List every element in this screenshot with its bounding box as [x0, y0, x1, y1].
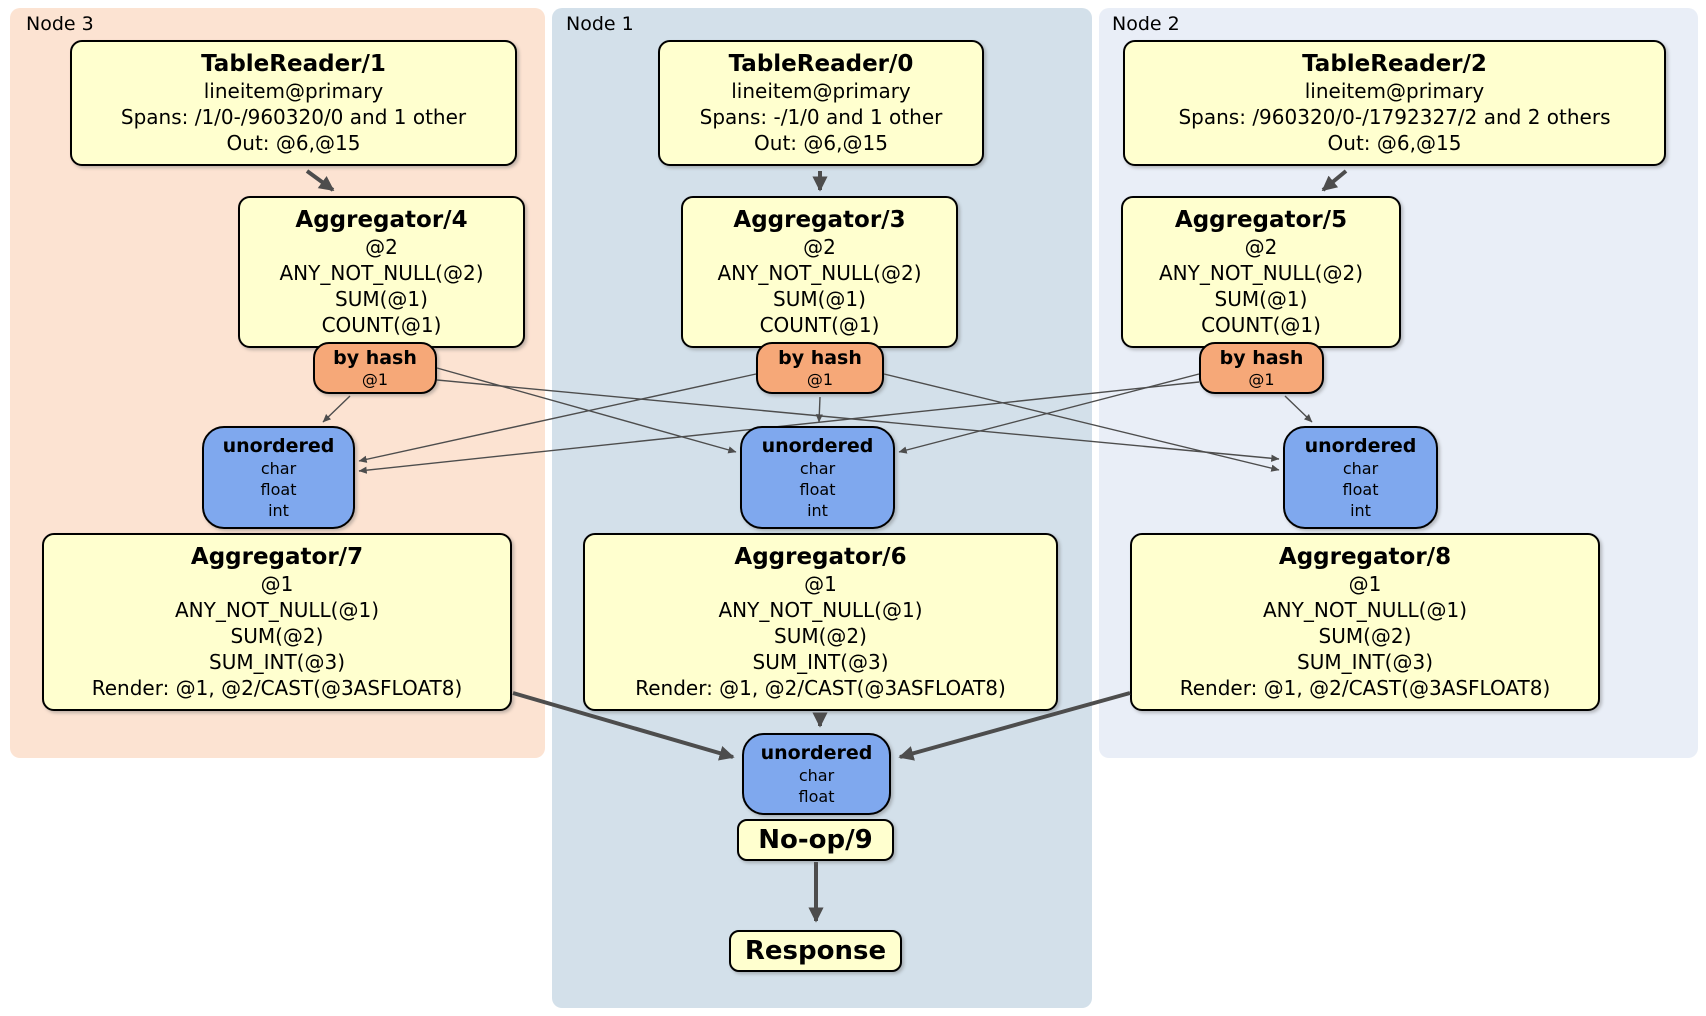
aggregator8-fn3: SUM_INT(@3) — [1297, 650, 1433, 674]
tablereader2-box: TableReader/2 lineitem@primary Spans: /9… — [1123, 40, 1666, 166]
hash-router2-box: by hash @1 — [1199, 342, 1324, 394]
aggregator4-fn1: ANY_NOT_NULL(@2) — [279, 261, 484, 285]
aggregator5-fn1: ANY_NOT_NULL(@2) — [1159, 261, 1363, 285]
final-unordered-sync-type1: char — [798, 766, 835, 785]
aggregator8-groupcols: @1 — [1348, 572, 1382, 596]
aggregator6-groupcols: @1 — [804, 572, 837, 596]
tablereader1-out: Out: @6,@15 — [226, 131, 361, 155]
final-unordered-sync-box: unordered char float — [742, 733, 891, 815]
hash-router1-column: @1 — [806, 370, 834, 389]
aggregator6-box: Aggregator/6 @1 ANY_NOT_NULL(@1) SUM(@2)… — [583, 533, 1058, 711]
aggregator5-box: Aggregator/5 @2 ANY_NOT_NULL(@2) SUM(@1)… — [1121, 196, 1401, 348]
aggregator7-groupcols: @1 — [260, 572, 294, 596]
aggregator3-fn1: ANY_NOT_NULL(@2) — [717, 261, 922, 285]
unordered-sync3-type1: char — [260, 459, 297, 478]
tablereader2-index: lineitem@primary — [1304, 79, 1485, 103]
aggregator8-render: Render: @1, @2/CAST(@3ASFLOAT8) — [1179, 676, 1551, 700]
hash-router2-title: by hash — [1219, 347, 1304, 369]
aggregator7-render: Render: @1, @2/CAST(@3ASFLOAT8) — [91, 676, 463, 700]
aggregator4-fn2: SUM(@1) — [335, 287, 428, 311]
unordered-sync3-type3: int — [268, 501, 289, 520]
aggregator5-fn3: COUNT(@1) — [1201, 313, 1321, 337]
hash-router3-box: by hash @1 — [313, 342, 437, 394]
tablereader0-index: lineitem@primary — [731, 79, 911, 103]
hash-router1-title: by hash — [778, 347, 862, 369]
tablereader0-out: Out: @6,@15 — [754, 131, 888, 155]
hash-router3-title: by hash — [333, 347, 417, 369]
aggregator7-fn3: SUM_INT(@3) — [209, 650, 345, 674]
aggregator6-title: Aggregator/6 — [734, 544, 907, 570]
aggregator7-fn1: ANY_NOT_NULL(@1) — [175, 598, 379, 622]
noop-title: No-op/9 — [758, 825, 873, 855]
node1-label: Node 1 — [566, 13, 634, 35]
hash-router3-column: @1 — [361, 370, 389, 389]
aggregator5-groupcols: @2 — [1244, 235, 1278, 259]
aggregator6-fn2: SUM(@2) — [774, 624, 867, 648]
aggregator5-title: Aggregator/5 — [1174, 207, 1348, 233]
unordered-sync3-type2: float — [260, 480, 297, 499]
aggregator3-title: Aggregator/3 — [733, 207, 906, 233]
aggregator4-fn3: COUNT(@1) — [321, 313, 442, 337]
aggregator8-fn1: ANY_NOT_NULL(@1) — [1263, 598, 1467, 622]
aggregator6-fn1: ANY_NOT_NULL(@1) — [718, 598, 923, 622]
noop-box: No-op/9 — [737, 819, 894, 861]
aggregator5-fn2: SUM(@1) — [1214, 287, 1308, 311]
aggregator7-title: Aggregator/7 — [190, 544, 364, 570]
response-box: Response — [729, 930, 902, 972]
unordered-sync1-type2: float — [799, 480, 836, 499]
node2-label: Node 2 — [1112, 13, 1180, 35]
tablereader0-spans: Spans: -/1/0 and 1 other — [699, 105, 943, 129]
tablereader0-box: TableReader/0 lineitem@primary Spans: -/… — [658, 40, 984, 166]
aggregator3-groupcols: @2 — [803, 235, 836, 259]
aggregator8-box: Aggregator/8 @1 ANY_NOT_NULL(@1) SUM(@2)… — [1130, 533, 1600, 711]
tablereader2-out: Out: @6,@15 — [1327, 131, 1462, 155]
aggregator6-fn3: SUM_INT(@3) — [752, 650, 889, 674]
aggregator4-box: Aggregator/4 @2 ANY_NOT_NULL(@2) SUM(@1)… — [238, 196, 525, 348]
final-unordered-sync-title: unordered — [760, 742, 873, 764]
aggregator4-title: Aggregator/4 — [295, 207, 468, 233]
node3-label: Node 3 — [26, 13, 94, 35]
final-unordered-sync-type2: float — [798, 787, 835, 806]
tablereader1-index: lineitem@primary — [203, 79, 384, 103]
unordered-sync2-title: unordered — [1304, 435, 1417, 457]
aggregator4-groupcols: @2 — [365, 235, 398, 259]
tablereader2-title: TableReader/2 — [1302, 51, 1487, 77]
unordered-sync2-box: unordered char float int — [1283, 426, 1438, 529]
unordered-sync2-type2: float — [1342, 480, 1379, 499]
aggregator6-render: Render: @1, @2/CAST(@3ASFLOAT8) — [635, 676, 1006, 700]
unordered-sync1-type3: int — [807, 501, 828, 520]
aggregator7-box: Aggregator/7 @1 ANY_NOT_NULL(@1) SUM(@2)… — [42, 533, 512, 711]
aggregator3-fn2: SUM(@1) — [773, 287, 866, 311]
aggregator3-box: Aggregator/3 @2 ANY_NOT_NULL(@2) SUM(@1)… — [681, 196, 958, 348]
unordered-sync3-box: unordered char float int — [202, 426, 355, 529]
hash-router2-column: @1 — [1248, 370, 1275, 389]
unordered-sync3-title: unordered — [222, 435, 335, 457]
response-title: Response — [744, 936, 887, 966]
tablereader1-spans: Spans: /1/0-/960320/0 and 1 other — [120, 105, 467, 129]
unordered-sync1-title: unordered — [761, 435, 874, 457]
unordered-sync2-type1: char — [1342, 459, 1379, 478]
tablereader0-title: TableReader/0 — [728, 51, 914, 77]
aggregator3-fn3: COUNT(@1) — [759, 313, 880, 337]
aggregator7-fn2: SUM(@2) — [230, 624, 324, 648]
tablereader1-box: TableReader/1 lineitem@primary Spans: /1… — [70, 40, 517, 166]
unordered-sync1-type1: char — [799, 459, 836, 478]
unordered-sync1-box: unordered char float int — [740, 426, 895, 529]
aggregator8-fn2: SUM(@2) — [1318, 624, 1412, 648]
tablereader1-title: TableReader/1 — [201, 51, 386, 77]
unordered-sync2-type3: int — [1350, 501, 1371, 520]
tablereader2-spans: Spans: /960320/0-/1792327/2 and 2 others — [1178, 105, 1611, 129]
hash-router1-box: by hash @1 — [756, 342, 884, 394]
aggregator8-title: Aggregator/8 — [1278, 544, 1452, 570]
